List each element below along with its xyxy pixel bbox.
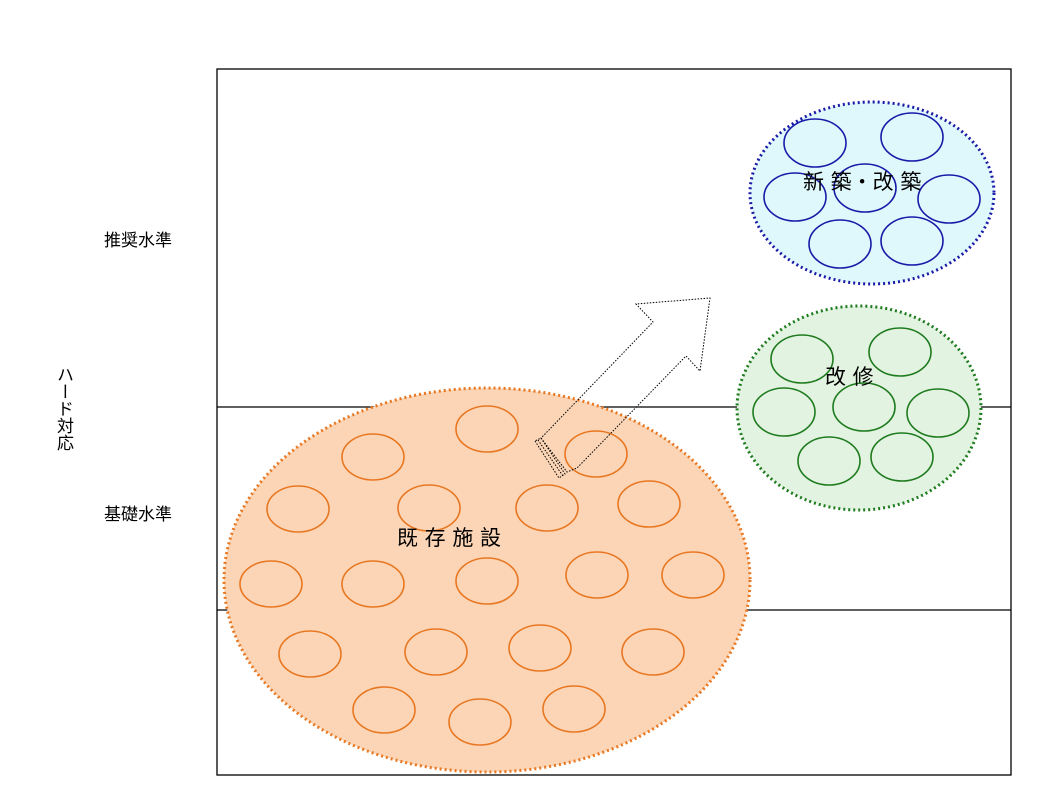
renovation-facility-circle — [797, 436, 861, 486]
existing-facility-circle — [404, 628, 468, 676]
renovation-facility-circle — [832, 382, 896, 432]
vertical-axis-title: ハード対応 — [53, 366, 73, 451]
level-label-basic: 基礎水準 — [104, 505, 172, 525]
existing-facility-circle — [455, 557, 519, 605]
existing-facility-circle — [508, 624, 572, 672]
new-build-facility-circle — [880, 216, 944, 266]
existing-cluster-label: 既 存 施 設 — [397, 526, 501, 550]
renovation-facility-circle — [770, 334, 834, 384]
existing-facility-circle — [266, 485, 330, 533]
new-build-cluster-label: 新 築・改 築 — [803, 170, 921, 194]
new-build-cluster: 新 築・改 築 — [748, 100, 996, 286]
new-build-facility-circle — [783, 118, 847, 168]
existing-facility-circle — [661, 551, 725, 599]
renovation-cluster: 改 修 — [735, 304, 983, 512]
renovation-facility-circle — [906, 388, 970, 438]
existing-facility-circle — [565, 551, 629, 599]
renovation-cluster-boundary — [735, 304, 983, 512]
existing-cluster-boundary — [222, 386, 752, 774]
existing-facility-circle — [564, 430, 628, 478]
renovation-cluster-label: 改 修 — [825, 365, 874, 389]
renovation-facility-circle — [752, 387, 816, 437]
existing-facility-circle — [352, 686, 416, 734]
new-build-facility-circle — [917, 174, 981, 224]
existing-facility-circle — [455, 405, 519, 453]
existing-facility-circle — [617, 480, 681, 528]
new-build-facility-circle — [808, 219, 872, 269]
existing-facilities-cluster: 既 存 施 設 — [222, 386, 752, 774]
existing-facility-circle — [542, 685, 606, 733]
renovation-facility-circle — [870, 432, 934, 482]
new-build-facility-circle — [763, 172, 827, 222]
new-build-cluster-boundary — [748, 100, 996, 286]
new-build-facility-circle — [833, 163, 897, 213]
existing-facility-circle — [278, 630, 342, 678]
existing-facility-circle — [515, 484, 579, 532]
new-build-facility-circle — [880, 112, 944, 162]
existing-facility-circle — [341, 560, 405, 608]
existing-facility-circle — [239, 560, 303, 608]
existing-facility-circle — [621, 628, 685, 676]
existing-facility-circle — [448, 698, 512, 746]
diagram-frame — [216, 68, 1012, 776]
existing-facility-circle — [341, 433, 405, 481]
existing-facility-circle — [397, 484, 461, 532]
renovation-facility-circle — [868, 327, 932, 377]
level-label-recommended: 推奨水準 — [104, 231, 172, 251]
upgrade-arrow-icon — [534, 297, 711, 479]
